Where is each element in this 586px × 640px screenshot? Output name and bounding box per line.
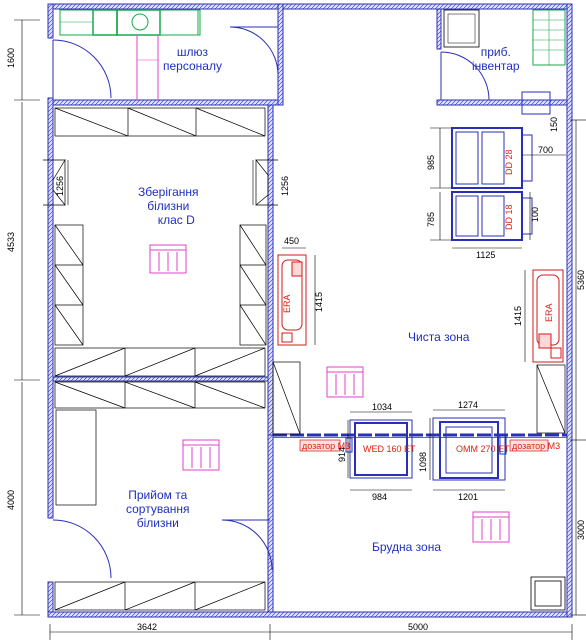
cart-reception — [182, 439, 220, 471]
dim-dd18-gap: 100 — [530, 207, 540, 222]
label-dosing-right: дозатор M3 — [512, 441, 560, 451]
dim-era1-length: 1415 — [314, 292, 324, 312]
wall-storage-bottom — [52, 376, 269, 382]
dryer-dd28 — [451, 127, 533, 189]
dim-left-top: 1600 — [6, 48, 16, 68]
wall-left-mid — [47, 97, 54, 519]
wall-right — [566, 3, 573, 618]
label-era-left: ERA — [282, 294, 292, 313]
dim-omm-side: 1098 — [418, 452, 428, 472]
storage-shelves-sides — [54, 224, 267, 346]
cart-dirty — [472, 511, 510, 543]
room-label-storage-line1: Зберігання — [138, 185, 199, 199]
wall-bottom — [47, 611, 573, 618]
reception-shelves-top — [54, 381, 266, 506]
room-label-reception-line3: білизни — [136, 516, 179, 530]
wall-top — [47, 3, 573, 10]
dryer-dd18 — [451, 191, 533, 241]
inventory-fixtures — [443, 9, 566, 115]
sink — [443, 9, 480, 48]
room-label-inventory-line1: приб. — [480, 45, 511, 59]
wall-storage-right — [267, 104, 274, 436]
equipment-labels: DD 28 DD 18 ERA ERA WED 160 ET OMM 270 E… — [282, 149, 560, 454]
dimension-lines — [14, 19, 586, 640]
airlock-fixtures — [59, 9, 201, 100]
door-dirty — [221, 519, 273, 571]
dim-dd18-width: 1125 — [476, 250, 495, 260]
dim-right-top: 5360 — [576, 270, 586, 290]
dirty-zone-sink — [530, 576, 566, 611]
wall-inventory-bottom — [436, 99, 568, 106]
room-label-reception-line2: сортування — [126, 502, 190, 516]
room-label-clean-zone: Чиста зона — [408, 330, 470, 344]
doors — [52, 26, 490, 579]
dim-dd18-height: 785 — [426, 212, 436, 227]
barrier-line — [273, 433, 567, 438]
dosing-units — [299, 439, 549, 452]
room-label-airlock: шлюз персоналу — [163, 45, 222, 73]
door-airlock — [229, 26, 279, 76]
room-label-inventory-line2: інвентар — [472, 59, 520, 73]
dim-niche-right: 1256 — [280, 176, 290, 196]
ironer-left — [277, 254, 307, 346]
dim-wed-bottom: 984 — [372, 492, 387, 502]
dim-dd28-height: 985 — [426, 155, 436, 170]
ironer-right — [532, 269, 564, 363]
dim-wed-top: 1034 — [372, 402, 392, 412]
door-left-entry — [52, 39, 112, 99]
label-era-right: ERA — [544, 303, 554, 322]
room-label-storage-line2: білизни — [147, 199, 190, 213]
cart-storage — [149, 244, 187, 274]
shower-unit — [59, 9, 201, 36]
wall-airlock-right — [277, 3, 284, 106]
reception-shelves-bottom — [54, 581, 266, 611]
wall-left-bottom — [47, 581, 54, 616]
room-label-airlock-line1: шлюз — [176, 45, 209, 59]
cart-clean — [326, 366, 364, 398]
label-dd28: DD 28 — [504, 149, 514, 175]
door-inventory — [440, 51, 490, 101]
label-omm: OMM 270 ET — [456, 444, 510, 454]
storage-shelves-bottom — [54, 347, 266, 377]
clean-zone-shelves — [272, 361, 566, 435]
room-label-airlock-line2: персоналу — [163, 59, 222, 73]
dim-bottom-left: 3642 — [137, 622, 157, 632]
carts — [149, 244, 510, 543]
walls — [47, 3, 573, 618]
dim-era2-length: 1415 — [513, 306, 523, 326]
door-reception — [52, 519, 112, 579]
dim-corner-gap: 150 — [549, 117, 559, 132]
dim-bottom-right: 5000 — [408, 622, 428, 632]
room-label-dirty-zone: Брудна зона — [372, 540, 441, 554]
dim-left-mid: 4533 — [6, 232, 16, 252]
room-label-reception: Прийом та сортування білизни — [126, 488, 190, 530]
room-label-reception-line1: Прийом та — [128, 488, 188, 502]
dim-omm-top: 1274 — [458, 400, 478, 410]
dim-era1-width: 450 — [284, 236, 299, 246]
storage-niches — [43, 158, 278, 206]
room-label-storage-line3: клас D — [157, 213, 195, 227]
dim-right-bottom: 3000 — [576, 520, 586, 540]
wall-left-top — [47, 3, 54, 39]
wall-airlock-bottom — [52, 99, 279, 106]
label-wed: WED 160 ET — [363, 444, 416, 454]
dim-omm-bottom: 1201 — [458, 492, 478, 502]
dim-niche-left: 1256 — [55, 176, 65, 196]
storage-shelves-top — [54, 107, 266, 137]
wall-inventory-left — [436, 8, 442, 50]
washer-wed — [345, 419, 413, 479]
dimension-labels: 1600 4533 4000 3642 5000 5360 3000 1256 … — [6, 48, 586, 632]
wall-reception-right — [267, 434, 274, 613]
dim-left-bottom: 4000 — [6, 490, 16, 510]
label-dosing-left: дозатор M3 — [302, 441, 350, 451]
room-label-inventory: приб. інвентар — [472, 45, 520, 73]
washer-omm — [432, 417, 507, 481]
room-label-storage: Зберігання білизни клас D — [138, 185, 199, 227]
dim-wed-side: 914 — [337, 447, 347, 462]
label-dd18: DD 18 — [504, 204, 514, 230]
dim-dd28-width: 700 — [538, 145, 553, 155]
